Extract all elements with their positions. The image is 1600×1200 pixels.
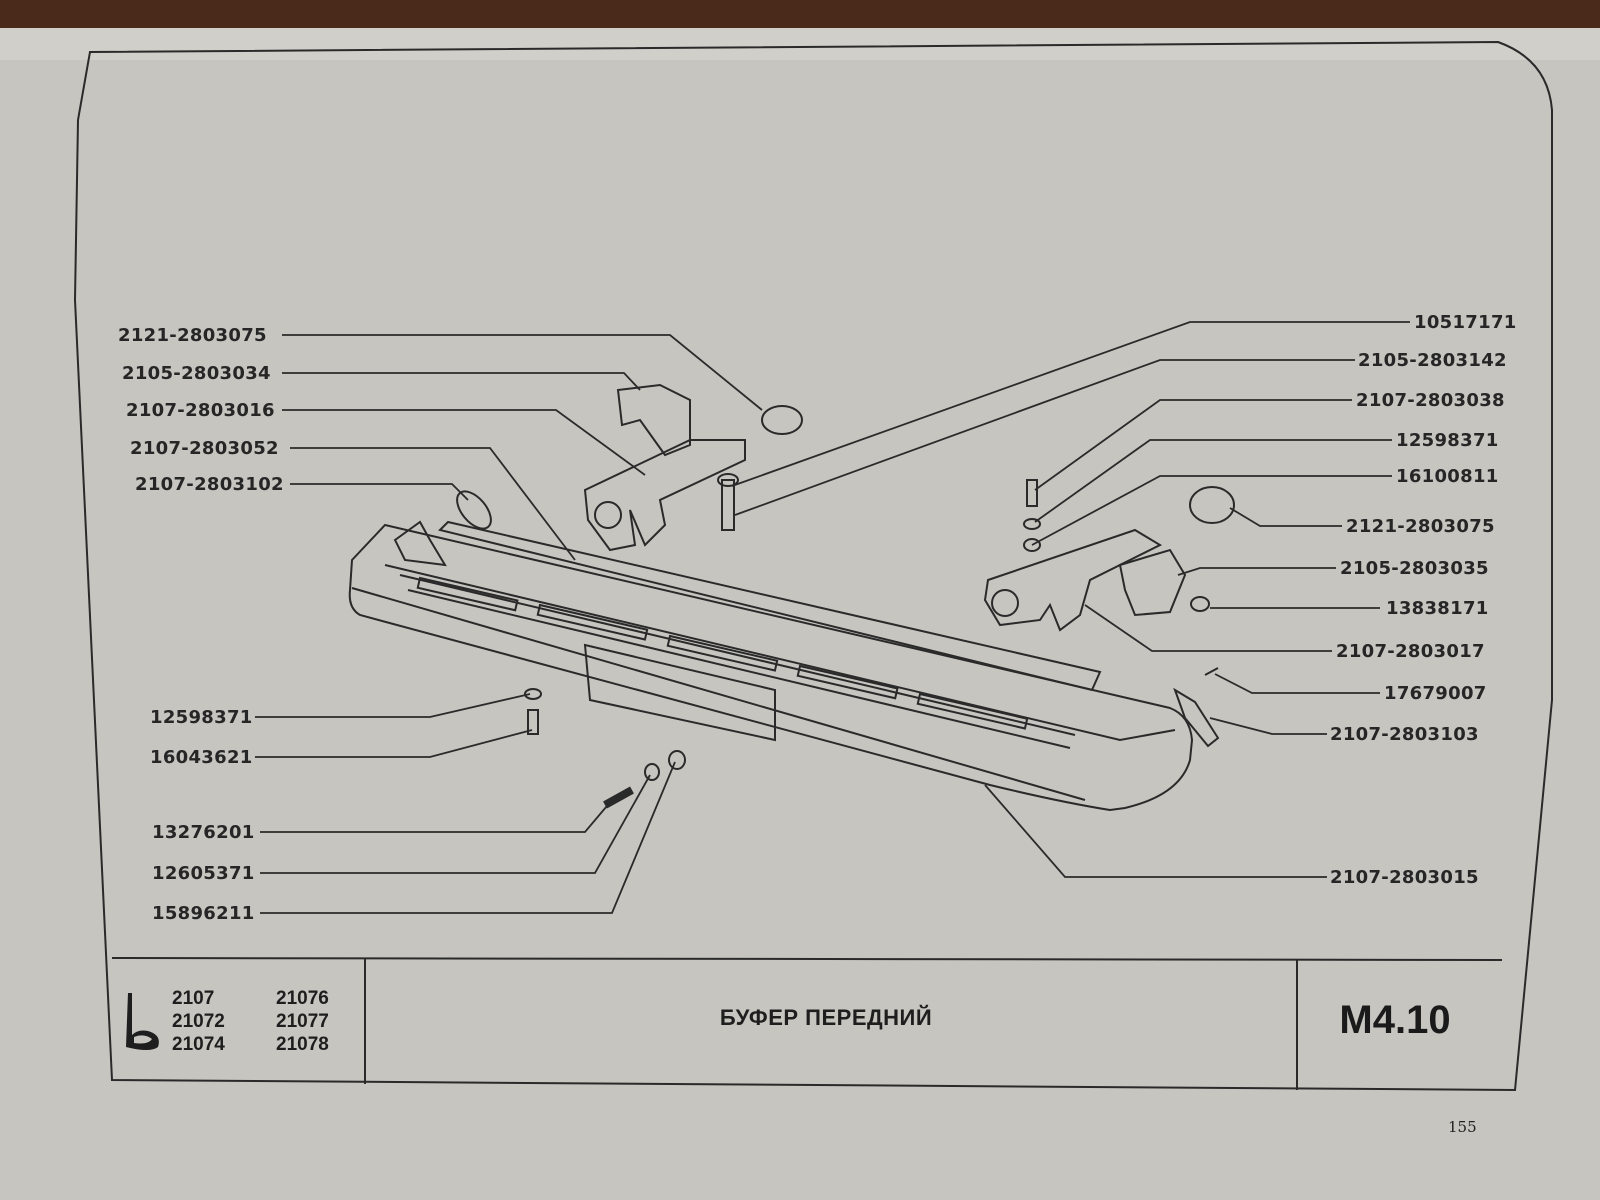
center-bolt-washer bbox=[717, 473, 739, 487]
model-number: 21077 bbox=[276, 1011, 329, 1032]
nut-15896211 bbox=[668, 750, 686, 770]
left-buffer-pad bbox=[761, 405, 803, 435]
model-number: 21072 bbox=[172, 1011, 225, 1032]
slot-3 bbox=[666, 634, 779, 672]
washer-12605371 bbox=[644, 763, 660, 781]
part-label: 12598371 bbox=[1396, 430, 1499, 451]
model-number: 21078 bbox=[276, 1034, 329, 1055]
slot-4 bbox=[796, 664, 899, 700]
left-bracket bbox=[583, 439, 746, 552]
bumper-drawing bbox=[348, 383, 1235, 812]
part-label: 10517171 bbox=[1414, 312, 1517, 333]
catalog-page bbox=[0, 28, 1600, 1200]
bumper-groove-2 bbox=[407, 589, 1071, 749]
bumper-lower-edge bbox=[351, 587, 1086, 801]
right-clamp bbox=[1118, 548, 1187, 617]
left-end-clip bbox=[456, 490, 492, 530]
right-nut bbox=[1023, 538, 1041, 552]
model-number: 2107 bbox=[172, 988, 215, 1009]
slot-1 bbox=[416, 576, 519, 612]
part-label: 2107-2803017 bbox=[1336, 641, 1485, 662]
right-bolt bbox=[1026, 479, 1038, 507]
page-number: 155 bbox=[1448, 1118, 1477, 1136]
part-label: 2105-2803035 bbox=[1340, 558, 1489, 579]
part-label: 2121-2803075 bbox=[1346, 516, 1495, 537]
part-label: 13276201 bbox=[152, 822, 255, 843]
end-cap-left bbox=[393, 520, 447, 567]
part-label: 2107-2803038 bbox=[1356, 390, 1505, 411]
part-label: 2107-2803103 bbox=[1330, 724, 1479, 745]
screw-17679007 bbox=[1204, 667, 1219, 676]
slot-2 bbox=[536, 603, 649, 641]
left-clamp bbox=[616, 383, 691, 457]
part-label: 2107-2803015 bbox=[1330, 867, 1479, 888]
sheet-code: M4.10 bbox=[1339, 998, 1451, 1042]
part-label: 2121-2803075 bbox=[118, 325, 267, 346]
bumper-upper-edge bbox=[384, 564, 1176, 742]
part-label: 17679007 bbox=[1384, 683, 1487, 704]
right-bracket-hole bbox=[991, 589, 1019, 617]
diagram-title: БУФЕР ПЕРЕДНИЙ bbox=[719, 1005, 933, 1030]
bumper-groove-1 bbox=[399, 574, 1076, 736]
center-bolt bbox=[721, 479, 735, 531]
page-frame bbox=[73, 40, 1553, 1092]
model-number: 21076 bbox=[276, 988, 329, 1009]
part-label: 15896211 bbox=[152, 903, 255, 924]
right-buffer-pad bbox=[1189, 486, 1235, 524]
part-label: 2107-2803102 bbox=[135, 474, 284, 495]
lada-logo-icon bbox=[126, 993, 159, 1050]
part-label: 2107-2803052 bbox=[130, 438, 279, 459]
left-bracket-hole bbox=[594, 501, 622, 529]
part-label: 2105-2803142 bbox=[1358, 350, 1507, 371]
part-label: 12605371 bbox=[152, 863, 255, 884]
leader-lines bbox=[255, 321, 1410, 914]
slot-5 bbox=[916, 692, 1029, 730]
end-cap-right bbox=[1173, 687, 1220, 748]
title-block-top bbox=[111, 957, 1503, 961]
part-label: 2107-2803016 bbox=[126, 400, 275, 421]
screw-13838171 bbox=[1190, 596, 1210, 612]
model-number: 21074 bbox=[172, 1034, 225, 1055]
part-label: 13838171 bbox=[1386, 598, 1489, 619]
right-washer bbox=[1023, 518, 1041, 530]
part-label: 16100811 bbox=[1396, 466, 1499, 487]
right-bracket bbox=[983, 528, 1163, 632]
bolt-16043621 bbox=[527, 709, 539, 735]
part-label: 12598371 bbox=[150, 707, 253, 728]
washer-12598371 bbox=[524, 688, 542, 700]
bumper-trim-strip bbox=[438, 520, 1102, 692]
license-plate-holder bbox=[583, 643, 776, 742]
bumper-body bbox=[348, 523, 1194, 812]
part-label: 16043621 bbox=[150, 747, 253, 768]
part-label: 2105-2803034 bbox=[122, 363, 271, 384]
